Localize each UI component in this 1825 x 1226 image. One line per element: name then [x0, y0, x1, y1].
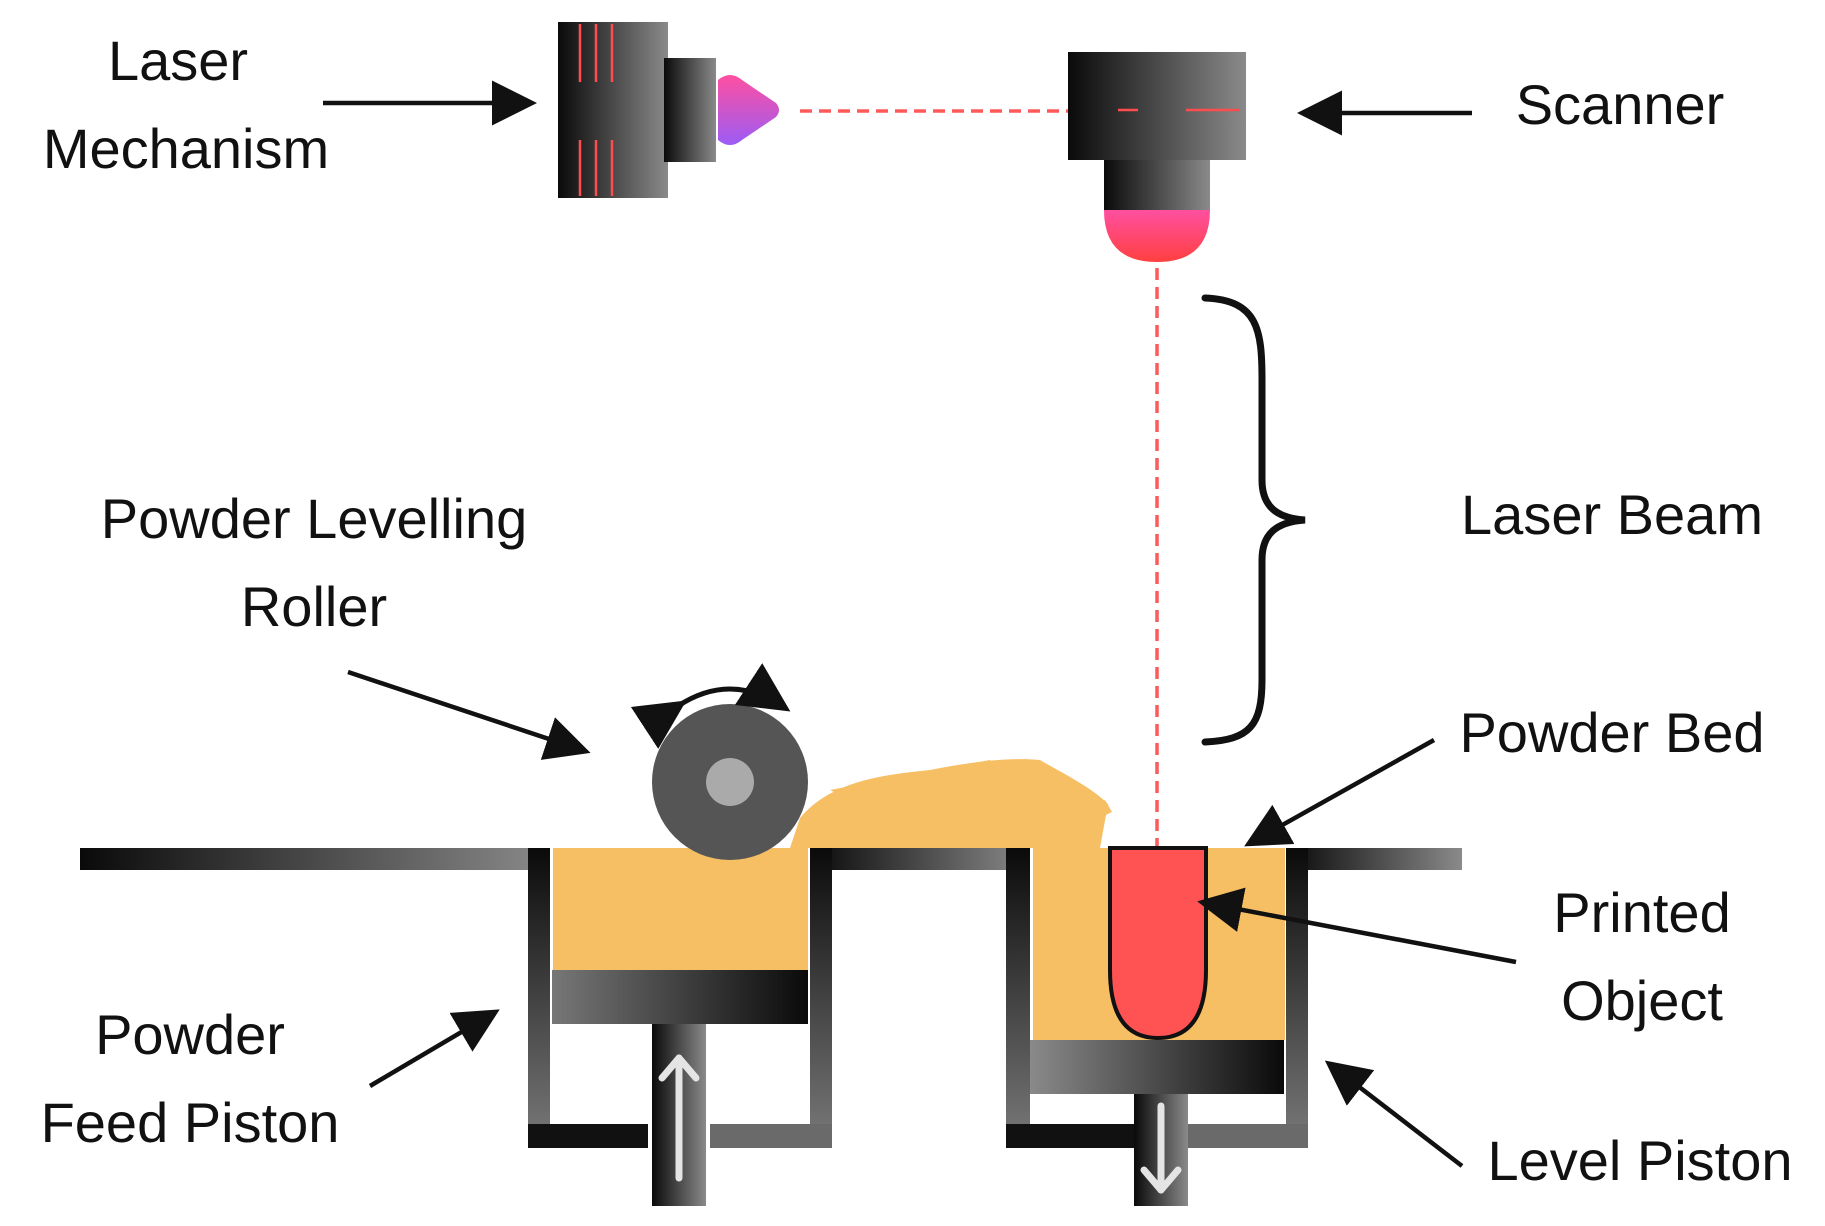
arrow-level-piston	[1324, 1060, 1464, 1168]
arrow-powder-bed	[1244, 738, 1436, 847]
up-arrow-icon	[658, 1054, 700, 1182]
roller-hub	[706, 758, 754, 806]
build-surface-right	[1288, 848, 1462, 870]
label-feed-piston-2: Feed Piston	[41, 1091, 340, 1154]
label-printed-object-1: Printed	[1553, 881, 1730, 944]
feed-container	[528, 848, 832, 1206]
build-piston-plate	[1030, 1040, 1284, 1094]
label-roller-1: Powder Levelling	[101, 487, 527, 550]
build-container	[1006, 848, 1308, 1206]
build-surface-left	[80, 848, 550, 870]
label-printed-object-2: Object	[1561, 969, 1723, 1032]
label-scanner: Scanner	[1516, 73, 1725, 136]
laser-beam-brace	[1201, 294, 1306, 746]
arrow-feed-piston	[368, 1009, 500, 1088]
label-powder-bed: Powder Bed	[1459, 701, 1764, 764]
rotate-arrow-icon	[630, 663, 791, 749]
arrow-roller	[347, 669, 591, 760]
printed-object	[1108, 846, 1208, 1041]
arrow-printed-object	[1197, 887, 1517, 965]
label-laser-mechanism-1: Laser	[108, 29, 248, 92]
laser-mechanism	[558, 22, 779, 198]
label-laser-beam: Laser Beam	[1461, 483, 1763, 546]
scanner-unit	[1068, 52, 1246, 262]
laser-nozzle	[718, 75, 779, 145]
label-level-piston: Level Piston	[1487, 1129, 1792, 1192]
feed-piston-plate	[552, 970, 808, 1024]
down-arrow-icon	[1140, 1102, 1182, 1194]
label-feed-piston-1: Powder	[95, 1003, 285, 1066]
build-surface-middle	[811, 848, 1030, 870]
powder-roller	[630, 663, 808, 860]
scanner-lens	[1104, 210, 1210, 262]
label-laser-mechanism-2: Mechanism	[43, 117, 329, 180]
label-roller-2: Roller	[241, 575, 387, 638]
